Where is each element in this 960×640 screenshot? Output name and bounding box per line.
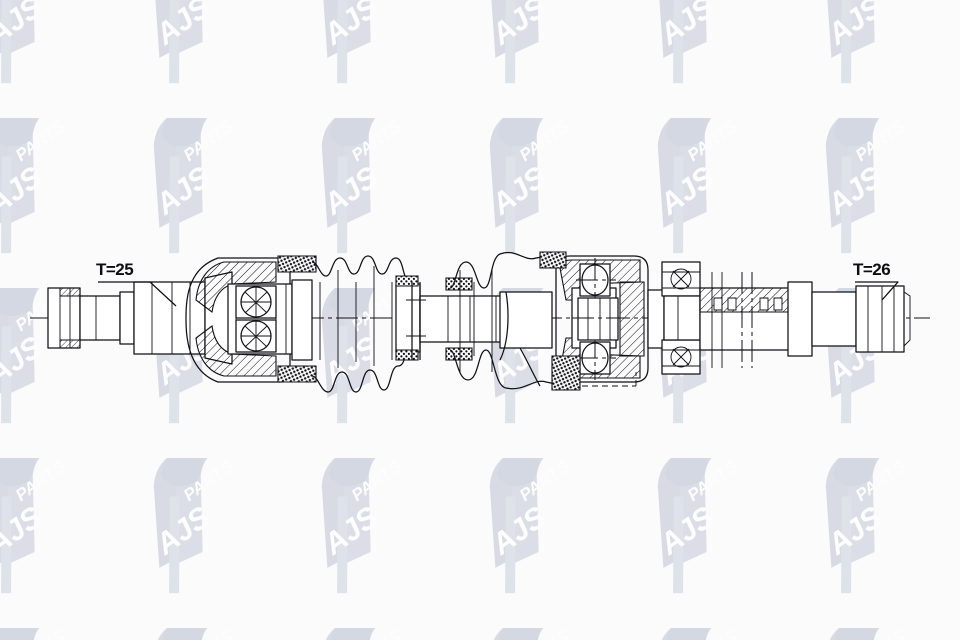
intermediate-shaft [406, 282, 521, 360]
outer-cv-joint [185, 257, 313, 383]
outer-cv-boot [311, 255, 421, 393]
leader-right [855, 281, 899, 301]
inner-stub-shaft [811, 285, 911, 353]
label-leaders [98, 281, 899, 307]
leader-left [98, 281, 177, 307]
splined-hatched-section [699, 272, 813, 368]
support-ball-bearing [661, 261, 701, 375]
inner-tripod-joint [539, 251, 665, 391]
spline-label-left: T=25 [96, 260, 134, 279]
inner-cv-boot [445, 251, 557, 390]
outer-boot-clamp [277, 255, 317, 383]
shaft-break-symbol [406, 282, 426, 360]
spline-label-right: T=26 [853, 260, 891, 279]
